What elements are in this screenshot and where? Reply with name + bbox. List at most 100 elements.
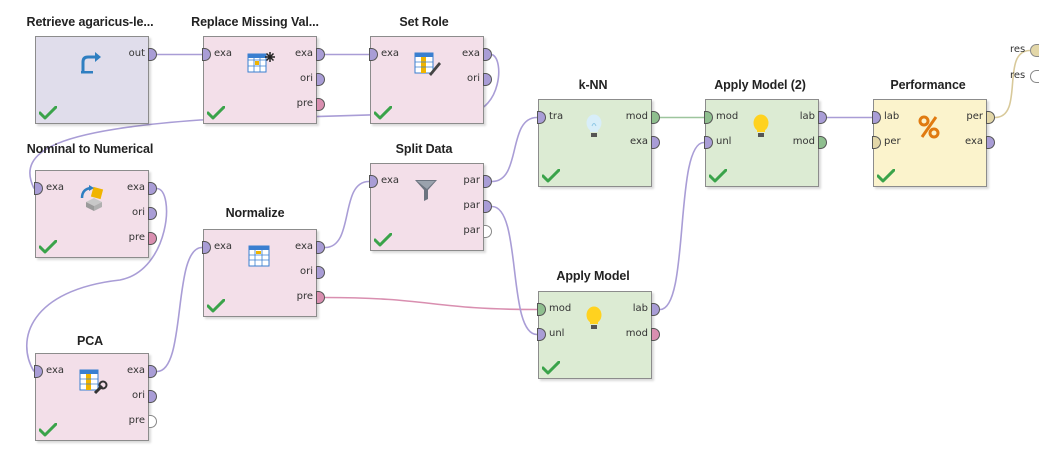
apply2-output-label: mod	[792, 136, 815, 147]
applymodel-output-port-mod[interactable]	[651, 328, 660, 341]
pca-output-label: pre	[128, 415, 145, 426]
status-ok-icon	[541, 360, 561, 375]
connection-wire[interactable]	[324, 180, 370, 249]
pca-output-port-pre[interactable]	[148, 415, 157, 428]
setrole-output-label: ori	[466, 73, 480, 84]
applymodel-input-port-unl[interactable]	[537, 328, 546, 341]
grid-star-icon	[246, 50, 275, 76]
replace-title: Replace Missing Val...	[191, 15, 319, 29]
performance-output-label: per	[966, 111, 983, 122]
knn-output-port-exa[interactable]	[651, 136, 660, 149]
performance-output-label: exa	[964, 136, 983, 147]
normalize-output-port-exa[interactable]	[316, 241, 325, 254]
replace-output-port-exa[interactable]	[316, 48, 325, 61]
retrieve-title: Retrieve agaricus-le...	[26, 15, 154, 29]
normalize-input-label: exa	[214, 241, 233, 252]
setrole-output-port-exa[interactable]	[483, 48, 492, 61]
performance-title: Performance	[890, 78, 966, 92]
connection-wire[interactable]	[994, 49, 1031, 119]
status-ok-icon	[708, 168, 728, 183]
replace-input-port-exa[interactable]	[202, 48, 211, 61]
nominal-output-port-ori[interactable]	[148, 207, 157, 220]
nominal-input-port-exa[interactable]	[34, 182, 43, 195]
performance-input-label: per	[884, 136, 901, 147]
replace-output-label: ori	[299, 73, 313, 84]
pca-output-port-exa[interactable]	[148, 365, 157, 378]
replace-output-port-ori[interactable]	[316, 73, 325, 86]
applymodel-title: Apply Model	[556, 269, 630, 283]
split-input-port-exa[interactable]	[369, 175, 378, 188]
knn-output-label: exa	[629, 136, 648, 147]
pca-output-port-ori[interactable]	[148, 390, 157, 403]
apply2-output-port-mod[interactable]	[818, 136, 827, 149]
replace-output-port-pre[interactable]	[316, 98, 325, 111]
split-output-label: par	[463, 225, 480, 236]
apply2-input-port-unl[interactable]	[704, 136, 713, 149]
pca-input-port-exa[interactable]	[34, 365, 43, 378]
apply2-output-port-lab[interactable]	[818, 111, 827, 124]
pca-output-label: exa	[126, 365, 145, 376]
nominal-output-label: ori	[131, 207, 145, 218]
knn-input-label: tra	[549, 111, 564, 122]
connection-wire[interactable]	[491, 116, 538, 183]
connection-wire[interactable]	[659, 141, 705, 311]
connection-wire[interactable]	[491, 205, 538, 336]
bulb-blue-icon	[581, 113, 607, 139]
status-ok-icon	[876, 168, 896, 183]
split-output-port-par[interactable]	[483, 175, 492, 188]
performance-output-port-exa[interactable]	[986, 136, 995, 149]
performance-input-port-lab[interactable]	[872, 111, 881, 124]
split-title: Split Data	[395, 142, 453, 156]
split-output-port-par[interactable]	[483, 200, 492, 213]
apply2-title: Apply Model (2)	[714, 78, 806, 92]
retrieve-output-label: out	[128, 48, 145, 59]
table-wrench-icon	[78, 367, 108, 395]
result-port[interactable]	[1030, 44, 1039, 57]
percent-icon	[916, 113, 942, 139]
normalize-title: Normalize	[225, 206, 285, 220]
nominal-output-port-pre[interactable]	[148, 232, 157, 245]
convert-icon	[78, 184, 104, 211]
bulb-yellow-icon	[748, 113, 774, 139]
applymodel-input-port-mod[interactable]	[537, 303, 546, 316]
connection-wire[interactable]	[324, 296, 538, 311]
performance-input-port-per[interactable]	[872, 136, 881, 149]
normalize-output-port-ori[interactable]	[316, 266, 325, 279]
normalize-output-label: ori	[299, 266, 313, 277]
replace-input-label: exa	[214, 48, 233, 59]
grid-icon	[246, 243, 272, 269]
performance-output-port-per[interactable]	[986, 111, 995, 124]
nominal-input-label: exa	[46, 182, 65, 193]
setrole-output-port-ori[interactable]	[483, 73, 492, 86]
split-output-label: par	[463, 175, 480, 186]
knn-title: k-NN	[578, 78, 608, 92]
setrole-input-label: exa	[381, 48, 400, 59]
status-ok-icon	[373, 105, 393, 120]
knn-input-port-tra[interactable]	[537, 111, 546, 124]
status-ok-icon	[206, 105, 226, 120]
nominal-output-port-exa[interactable]	[148, 182, 157, 195]
setrole-output-label: exa	[461, 48, 480, 59]
connection-wire[interactable]	[156, 246, 203, 373]
status-ok-icon	[38, 239, 58, 254]
performance-input-label: lab	[884, 111, 900, 122]
applymodel-output-label: mod	[625, 328, 648, 339]
applymodel-output-port-lab[interactable]	[651, 303, 660, 316]
retrieve-output-port-out[interactable]	[148, 48, 157, 61]
result-port[interactable]	[1030, 70, 1039, 83]
applymodel-output-label: lab	[632, 303, 648, 314]
normalize-output-port-pre[interactable]	[316, 291, 325, 304]
split-output-port-par[interactable]	[483, 225, 492, 238]
normalize-output-label: exa	[294, 241, 313, 252]
nominal-output-label: pre	[128, 232, 145, 243]
pca-title: PCA	[76, 334, 104, 348]
table-pencil-icon	[413, 50, 441, 76]
knn-output-port-mod[interactable]	[651, 111, 660, 124]
apply2-input-port-mod[interactable]	[704, 111, 713, 124]
apply2-output-label: lab	[799, 111, 815, 122]
split-input-label: exa	[381, 175, 400, 186]
setrole-input-port-exa[interactable]	[369, 48, 378, 61]
result-port-label: res	[1010, 44, 1026, 55]
normalize-input-port-exa[interactable]	[202, 241, 211, 254]
